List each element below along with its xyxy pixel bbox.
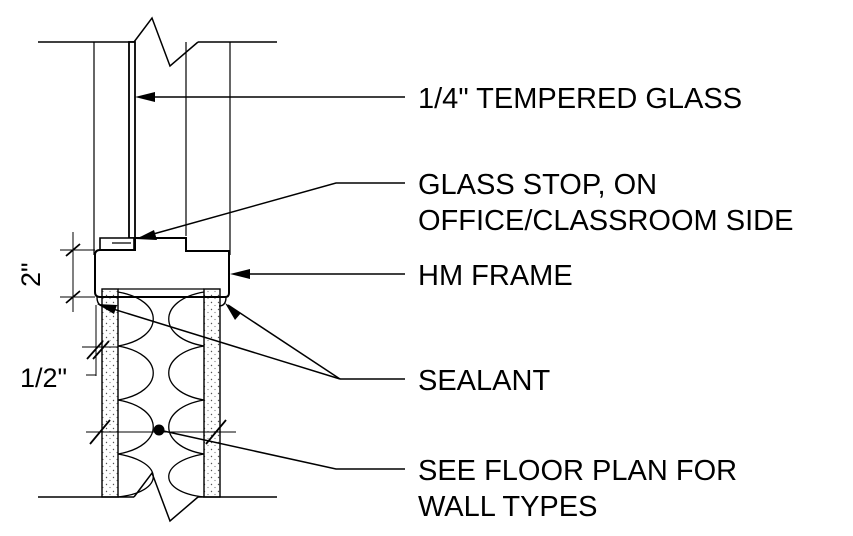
callout-glass-stop-line1: GLASS STOP, ON — [418, 169, 657, 201]
callout-wall-types-line1: SEE FLOOR PLAN FOR — [418, 455, 737, 487]
dimension-half-inch: 1/2" — [20, 363, 67, 393]
break-line-bottom — [133, 471, 199, 523]
leader-glass-stop — [136, 182, 405, 240]
hm-frame — [94, 237, 230, 298]
callout-sealant: SEALANT — [418, 365, 550, 397]
wall-assembly — [38, 288, 277, 523]
gypsum-board-right — [203, 288, 221, 498]
callout-hm-frame: HM FRAME — [418, 260, 573, 292]
callout-wall-types-line2: WALL TYPES — [418, 491, 597, 523]
upper-opening — [38, 16, 277, 255]
leader-sealant — [97, 303, 405, 380]
tempered-glass — [128, 41, 136, 239]
leader-wall-types — [158, 429, 405, 470]
leader-glass — [135, 92, 405, 102]
dimension-2-inch: 2" — [16, 262, 46, 287]
callout-tempered-glass: 1/4" TEMPERED GLASS — [418, 83, 742, 115]
gypsum-board-left — [101, 288, 119, 498]
batt-insulation — [117, 291, 205, 498]
dimension-gap: 1/2" — [20, 305, 118, 393]
leader-frame — [230, 269, 405, 279]
break-line-top — [133, 16, 199, 68]
dimension-frame-height: 2" — [16, 232, 95, 312]
glass-stop — [99, 237, 135, 251]
callout-glass-stop-line2: OFFICE/CLASSROOM SIDE — [418, 205, 793, 237]
